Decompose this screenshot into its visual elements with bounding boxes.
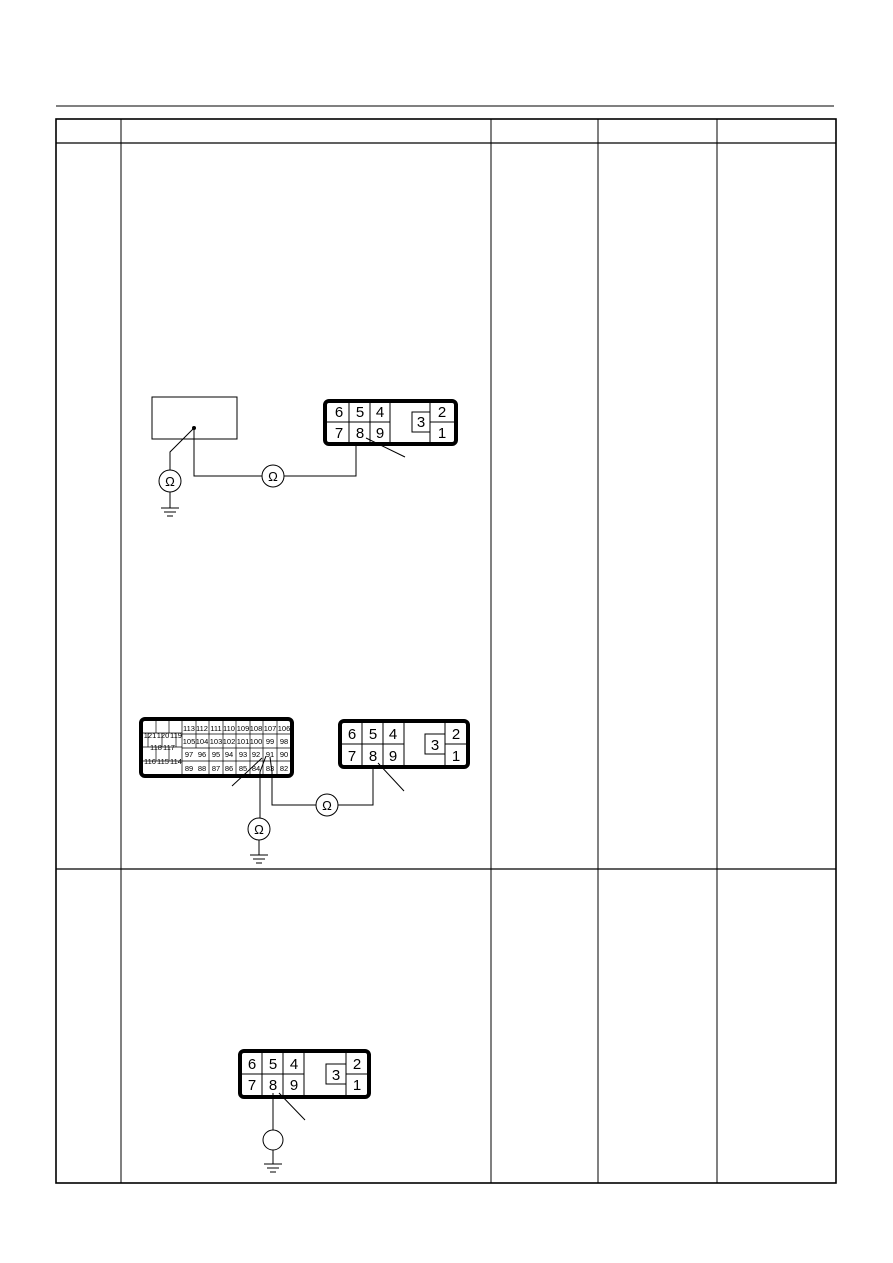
ecm-pin: 107 (264, 724, 277, 733)
pin-3: 3 (417, 414, 425, 431)
pin-2: 2 (452, 726, 460, 743)
diagram-2: 121 120 119 118 117 116 115 114 113 112 … (139, 717, 470, 864)
ecm-pin: 82 (280, 764, 288, 773)
pin-1: 1 (353, 1077, 361, 1094)
ecm-connector: 121 120 119 118 117 116 115 114 113 112 … (139, 717, 294, 778)
ecm-pin: 110 (223, 724, 235, 733)
pin-9: 9 (389, 748, 397, 765)
ecm-pin: 87 (212, 764, 220, 773)
ecm-pin: 95 (212, 750, 220, 759)
pin-7: 7 (248, 1077, 256, 1094)
pin-9: 9 (376, 425, 384, 442)
voltmeter (262, 1129, 284, 1151)
ecm-pin: 114 (170, 757, 182, 766)
procedure-table (55, 118, 837, 1184)
ecm-pin: 113 (183, 724, 195, 733)
ecm-pin: 118 (150, 743, 162, 752)
ecm-pin: 83 (266, 764, 274, 773)
leader-line (278, 1092, 306, 1121)
ecm-pin: 116 (144, 757, 156, 766)
ecm-pin: 99 (266, 737, 274, 746)
pin-1: 1 (452, 748, 460, 765)
ecm-pin: 91 (266, 750, 274, 759)
ecm-pin: 119 (170, 731, 182, 740)
pin-6: 6 (348, 726, 356, 743)
ecm-pin: 94 (225, 750, 233, 759)
ecm-pin: 104 (196, 737, 209, 746)
pin-7: 7 (335, 425, 343, 442)
diagram-1: Ω Ω 6 5 4 7 8 (151, 396, 458, 517)
ecm-pin: 108 (250, 724, 263, 733)
ecm-pin: 102 (223, 737, 236, 746)
ground-symbol (161, 507, 179, 517)
pin-8: 8 (369, 748, 377, 765)
ecm-pin: 85 (239, 764, 247, 773)
ecm-pin: 120 (157, 731, 170, 740)
ohm-symbol: Ω (254, 822, 264, 837)
ecm-pin: 93 (239, 750, 247, 759)
leader-line (377, 762, 405, 792)
ecm-pin: 117 (163, 743, 175, 752)
pin-3: 3 (431, 737, 439, 754)
ground-symbol (250, 854, 268, 864)
ecm-pin: 88 (198, 764, 206, 773)
ohm-symbol: Ω (165, 474, 175, 489)
pin-1: 1 (438, 425, 446, 442)
ohm-symbol: Ω (268, 469, 278, 484)
ecm-pin: 98 (280, 737, 288, 746)
ecm-pin: 103 (210, 737, 223, 746)
ecm-pin: 100 (250, 737, 263, 746)
pin-6: 6 (248, 1056, 256, 1073)
ecm-pin: 112 (196, 724, 208, 733)
ecm-pin: 106 (278, 724, 291, 733)
ecm-pin: 96 (198, 750, 206, 759)
ground-symbol (264, 1163, 282, 1173)
pin-7: 7 (348, 748, 356, 765)
pin-5: 5 (356, 404, 364, 421)
ecm-grid-labels: 113 112 111 110 109 108 107 106 105 104 … (183, 724, 291, 773)
pin-4: 4 (376, 404, 384, 421)
pin-8: 8 (269, 1077, 277, 1094)
pin-4: 4 (290, 1056, 298, 1073)
leader-line (365, 437, 406, 458)
pin-5: 5 (369, 726, 377, 743)
pin-2: 2 (438, 404, 446, 421)
pin-9: 9 (290, 1077, 298, 1094)
pin-2: 2 (353, 1056, 361, 1073)
connector-3: 6 5 4 7 8 9 3 2 1 (238, 1049, 371, 1099)
pin-6: 6 (335, 404, 343, 421)
connector-1: 6 5 4 7 8 9 3 2 1 (323, 399, 458, 446)
ecm-pin: 109 (237, 724, 250, 733)
ecm-pin: 101 (237, 737, 250, 746)
ecm-pin: 97 (185, 750, 193, 759)
pin-3: 3 (332, 1067, 340, 1084)
ecm-pin: 92 (252, 750, 260, 759)
ecm-pin: 84 (252, 764, 260, 773)
pin-5: 5 (269, 1056, 277, 1073)
ecm-pin: 111 (210, 724, 221, 733)
pin-4: 4 (389, 726, 397, 743)
ohm-symbol: Ω (322, 798, 332, 813)
diagram-3: 6 5 4 7 8 9 3 2 1 (238, 1049, 371, 1173)
ecm-pin: 89 (185, 764, 193, 773)
ecm-pin: 121 (144, 731, 157, 740)
ecm-pin: 86 (225, 764, 233, 773)
ecm-pin: 105 (183, 737, 196, 746)
ecm-pin: 90 (280, 750, 288, 759)
pin-8: 8 (356, 425, 364, 442)
leader-line (231, 757, 263, 787)
ecm-pin: 115 (157, 757, 169, 766)
connector-2: 6 5 4 7 8 9 3 2 1 (338, 719, 470, 769)
